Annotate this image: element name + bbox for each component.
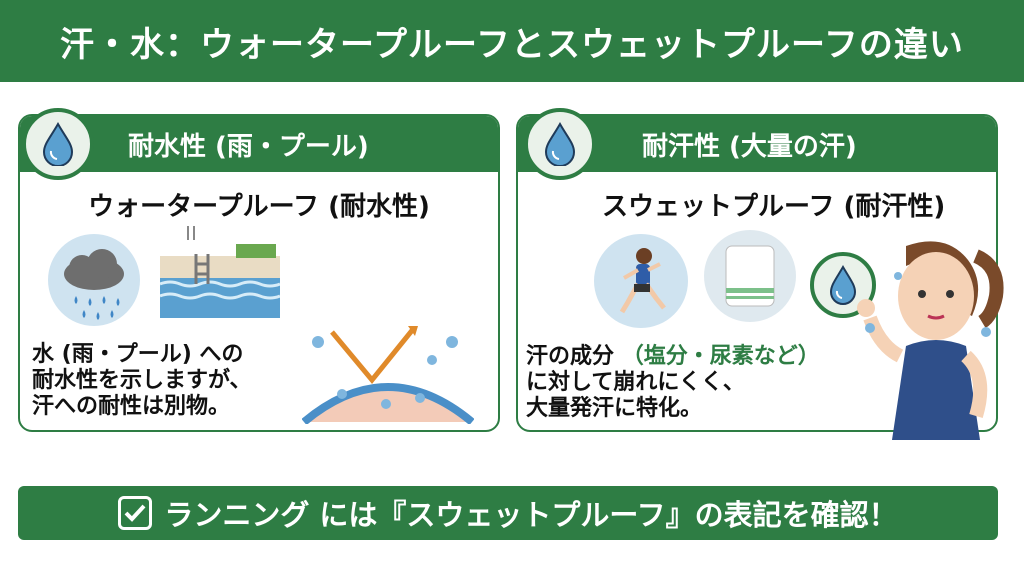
description-line-2: に対して崩れにくく、 xyxy=(526,370,745,395)
sweat-components-label: 汗の成分 xyxy=(526,344,615,369)
water-drop-icon xyxy=(810,252,876,318)
description-line-2: 耐水性を示しますが、 xyxy=(32,368,252,393)
description-line-1: 汗の成分 （塩分・尿素など） xyxy=(526,344,820,370)
sweat-resistance-description: 汗の成分 （塩分・尿素など） に対して崩れにくく、 大量発汗に特化。 xyxy=(526,344,820,422)
water-drop-icon xyxy=(524,108,596,180)
sweat-components-detail: （塩分・尿素など） xyxy=(621,344,820,369)
rain-cloud-icon xyxy=(48,234,140,326)
sweat-resistance-header: 耐汗性 (大量の汗) xyxy=(518,116,996,172)
pool-icon xyxy=(159,226,281,318)
water-drop-icon xyxy=(22,108,94,180)
footer-banner: ランニング には『スウェットプルーフ』の表記を確認！ xyxy=(18,486,998,540)
footer-text: ランニング には『スウェットプルーフ』の表記を確認！ xyxy=(164,498,898,532)
description-line-3: 汗への耐性は別物。 xyxy=(32,394,231,419)
water-resistance-panel: 耐水性 (雨・プール) ウォータープルーフ (耐水性) xyxy=(18,114,500,432)
repel-arrow-icon xyxy=(301,322,475,426)
woman-icon xyxy=(836,236,1016,440)
runner-icon xyxy=(594,234,688,328)
page-title: 汗・水：ウォータープルーフとスウェットプルーフの違い xyxy=(0,0,1024,82)
checkbox-icon xyxy=(118,496,153,530)
water-resistance-header: 耐水性 (雨・プール) xyxy=(20,116,498,172)
water-resistance-description: 水 (雨・プール) への 耐水性を示しますが、 汗への耐性は別物。 xyxy=(32,342,252,420)
sweatproof-subtitle: スウェットプルーフ (耐汗性) xyxy=(602,192,946,222)
description-line-1: 水 (雨・プール) への xyxy=(32,342,244,367)
towel-icon xyxy=(704,230,796,322)
waterproof-subtitle: ウォータープルーフ (耐水性) xyxy=(88,192,430,222)
description-line-3: 大量発汗に特化。 xyxy=(526,396,703,421)
